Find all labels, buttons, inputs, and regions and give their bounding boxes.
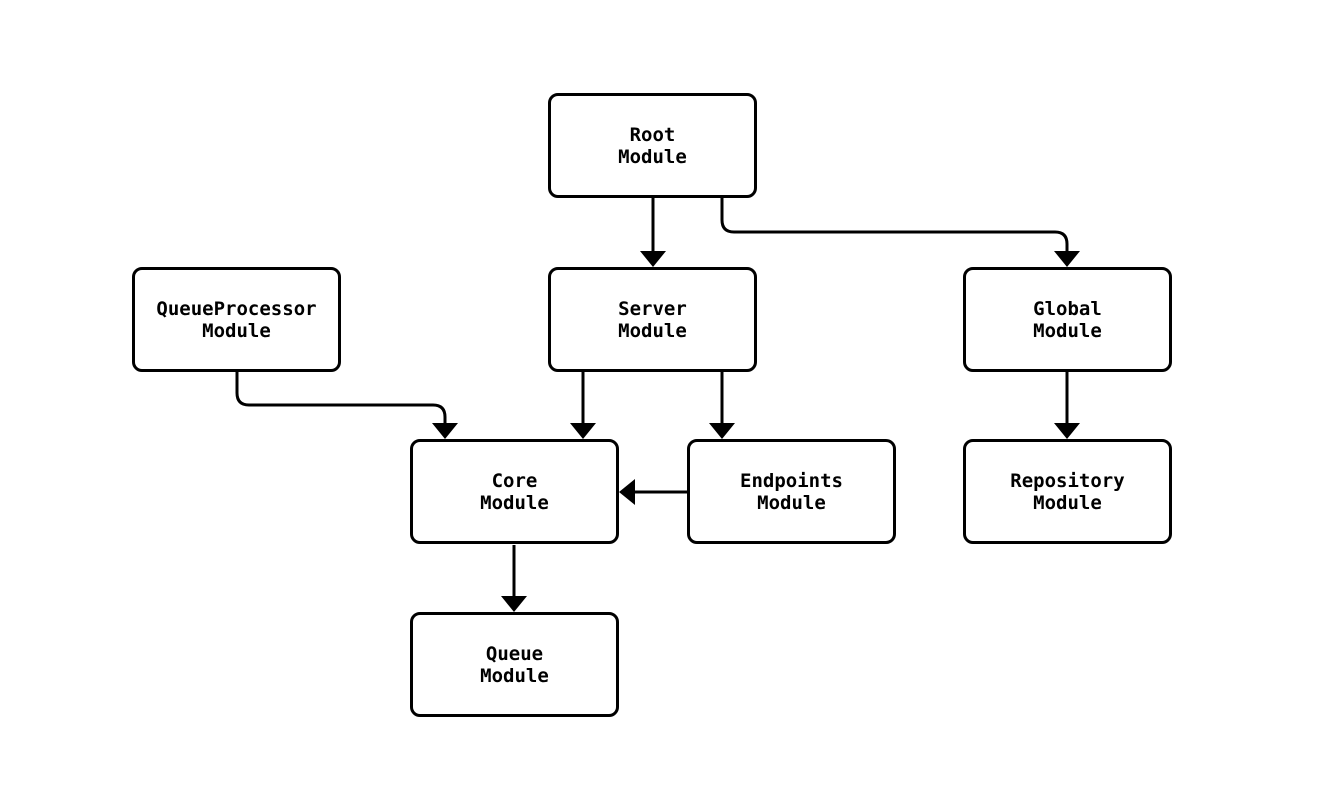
node-queueprocessor-module: QueueProcessor Module xyxy=(132,267,341,372)
node-global-module: Global Module xyxy=(963,267,1172,372)
node-root-module: Root Module xyxy=(548,93,757,198)
edge-root-to-global xyxy=(720,198,1069,251)
node-label: QueueProcessor Module xyxy=(156,297,317,342)
node-queue-module: Queue Module xyxy=(410,612,619,717)
arrowhead-core-to-queue-icon xyxy=(501,596,527,612)
node-label: Queue Module xyxy=(480,642,549,687)
arrowhead-root-to-global-icon xyxy=(1054,251,1080,267)
node-server-module: Server Module xyxy=(548,267,757,372)
arrowhead-queueprocessor-to-core-icon xyxy=(432,423,458,439)
node-label: Core Module xyxy=(480,469,549,514)
node-repository-module: Repository Module xyxy=(963,439,1172,544)
node-endpoints-module: Endpoints Module xyxy=(687,439,896,544)
arrowhead-endpoints-to-core-icon xyxy=(619,479,635,505)
arrowhead-global-to-repository-icon xyxy=(1054,423,1080,439)
node-label: Global Module xyxy=(1033,297,1102,342)
arrowhead-server-to-core-icon xyxy=(570,423,596,439)
edge-queueprocessor-to-core xyxy=(235,372,447,423)
node-label: Root Module xyxy=(618,123,687,168)
node-label: Server Module xyxy=(618,297,687,342)
node-label: Repository Module xyxy=(1010,469,1125,514)
node-label: Endpoints Module xyxy=(740,469,843,514)
arrowhead-server-to-endpoints-icon xyxy=(709,423,735,439)
node-core-module: Core Module xyxy=(410,439,619,544)
arrowhead-root-to-server-icon xyxy=(640,251,666,267)
